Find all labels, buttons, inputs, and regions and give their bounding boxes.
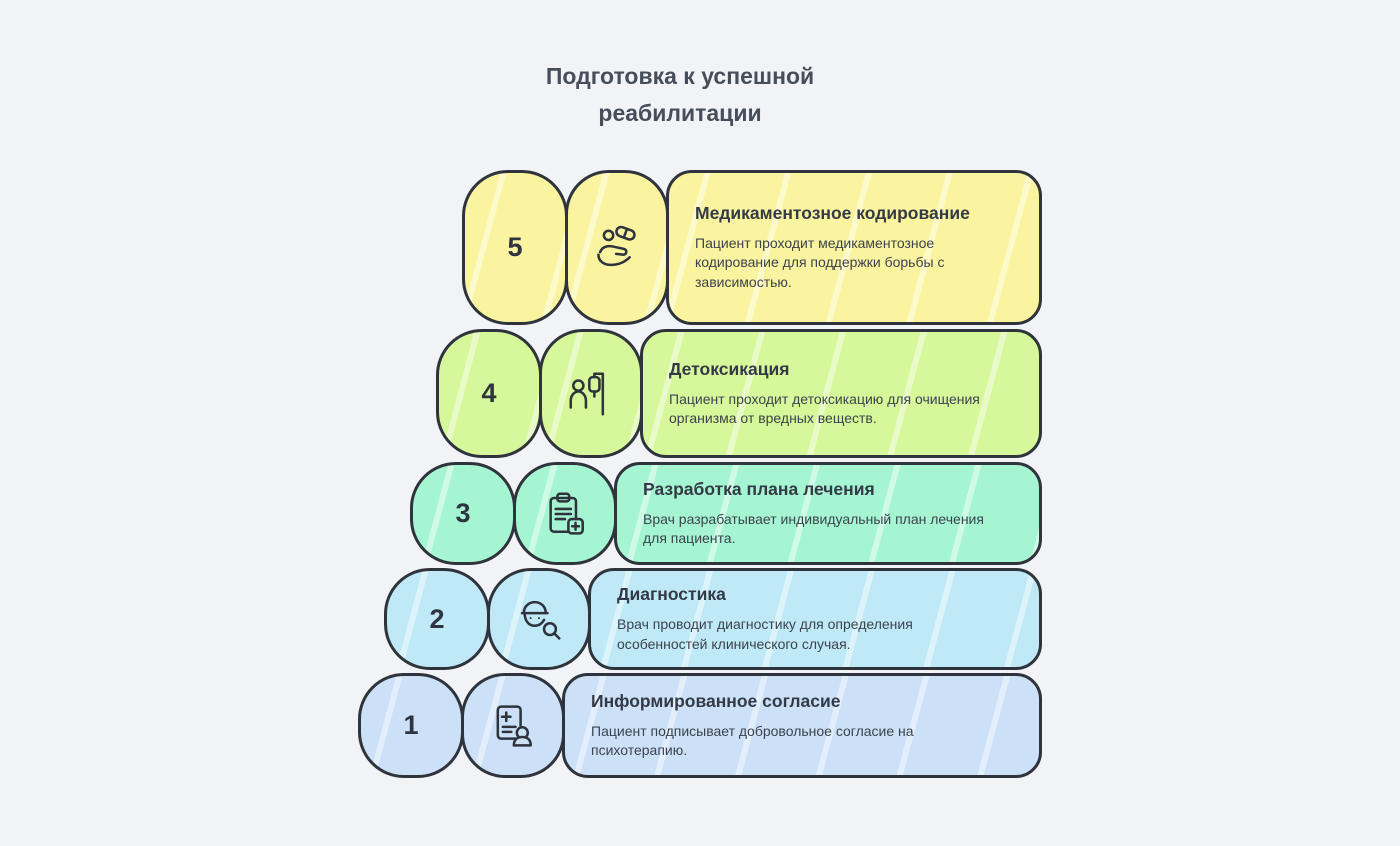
step-description: Врач разрабатывает индивидуальный план л…	[643, 510, 984, 547]
page-title-line2: реабилитации	[598, 99, 762, 126]
step-description: Пациент подписывает добровольное согласи…	[591, 722, 914, 759]
step-description: Пациент проходит детоксикацию для очищен…	[669, 390, 980, 427]
step-content: Диагностика Врач проводит диагностику дл…	[588, 568, 1042, 670]
step-content: Информированное согласие Пациент подписы…	[562, 673, 1042, 778]
pills-hand-icon	[565, 170, 669, 325]
step-number-badge: 2	[384, 568, 490, 670]
step-row-3: 3 Разработка плана лечения Врач	[410, 462, 1042, 565]
page-title-line1: Подготовка к успешной	[545, 63, 815, 89]
step-description: Врач проводит диагностику для определени…	[617, 616, 913, 652]
step-description: Пациент проходит медикаментозное кодиров…	[695, 234, 945, 291]
step-content: Детоксикация Пациент проходит детоксикац…	[640, 329, 1042, 458]
page-title: Подготовка к успешной реабилитации	[430, 58, 930, 132]
step-number: 4	[481, 378, 497, 408]
step-row-2: 2 Диагностика Врач проводит диагностику …	[384, 568, 1042, 670]
step-title: Разработка плана лечения	[643, 478, 875, 499]
step-content: Разработка плана лечения Врач разрабатыв…	[614, 462, 1042, 565]
consent-document-icon	[461, 673, 565, 778]
step-row-5: 5 Медикаментозное кодирование Пациент пр…	[462, 170, 1042, 325]
step-number: 3	[455, 498, 471, 528]
step-number-badge: 5	[462, 170, 568, 325]
step-row-1: 1 Информированное согласие Пациент подпи…	[358, 673, 1042, 778]
treatment-plan-clipboard-icon	[513, 462, 617, 565]
step-number: 2	[429, 603, 445, 634]
step-number-badge: 3	[410, 462, 516, 565]
step-content: Медикаментозное кодирование Пациент прох…	[666, 170, 1042, 325]
doctor-diagnostics-icon	[487, 568, 591, 670]
step-title: Диагностика	[617, 584, 726, 605]
step-number: 5	[507, 232, 523, 262]
iv-drip-icon	[539, 329, 643, 458]
step-title: Детоксикация	[669, 358, 790, 379]
step-title: Информированное согласие	[591, 690, 841, 711]
step-title: Медикаментозное кодирование	[695, 202, 970, 223]
step-number-badge: 1	[358, 673, 464, 778]
step-row-4: 4 Детоксикация Пациент проходит детоксик…	[436, 329, 1042, 458]
step-number-badge: 4	[436, 329, 542, 458]
step-number: 1	[403, 710, 419, 740]
